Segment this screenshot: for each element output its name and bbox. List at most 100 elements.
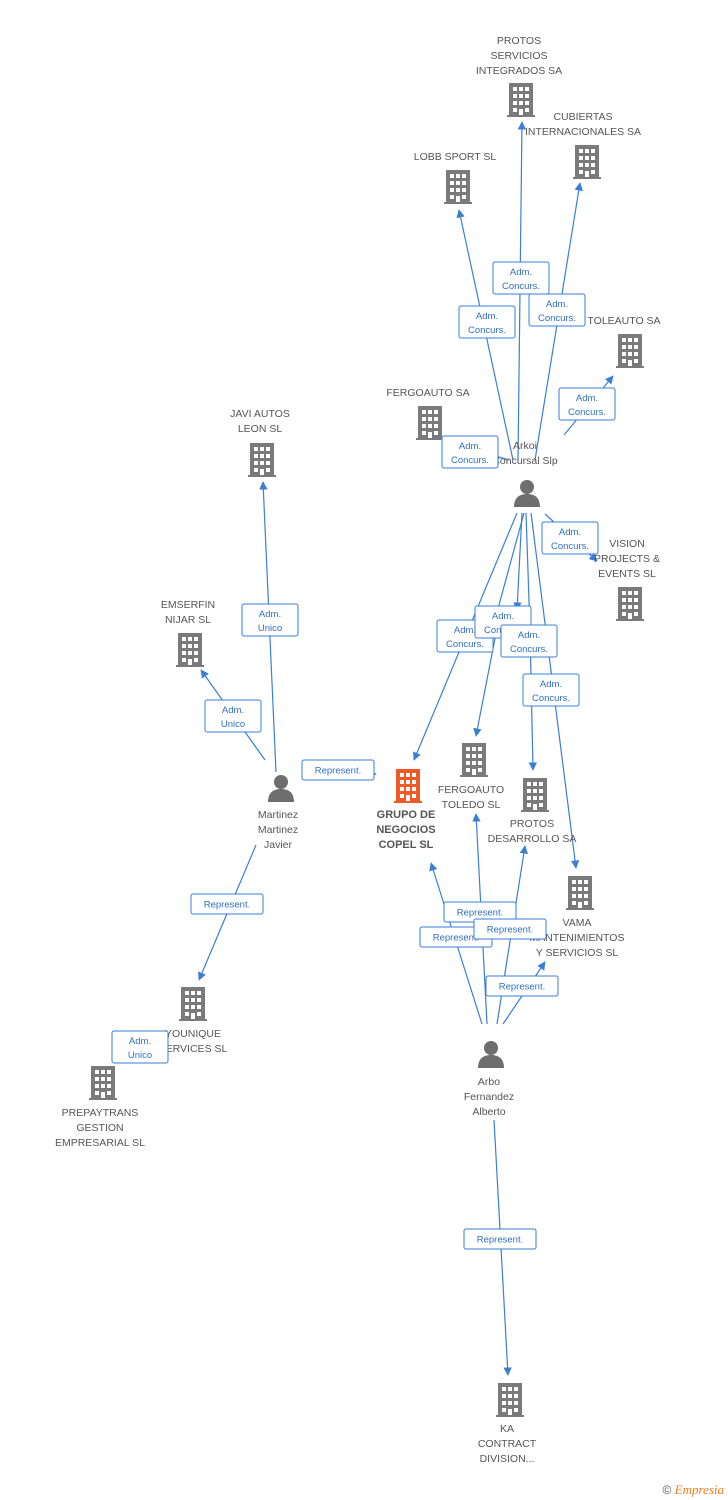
node-label: INTERNACIONALES SA <box>525 126 641 138</box>
node-label: CUBIERTAS <box>553 111 612 123</box>
badge-label: Represent. <box>487 925 533 936</box>
node-label: KA <box>500 1423 514 1435</box>
relation-badge[interactable]: Adm.Unico <box>111 1030 169 1064</box>
building-icon <box>496 1383 524 1417</box>
brand-logo: Empresia <box>674 1482 724 1497</box>
badge-label: Unico <box>128 1050 152 1061</box>
node-label: Arkoi <box>513 440 537 452</box>
badge-box <box>541 521 599 555</box>
badge-label: Concurs. <box>468 325 506 336</box>
badge-label: Adm. <box>576 393 598 404</box>
node-label: Martinez <box>258 824 298 836</box>
copyright-symbol: © <box>662 1483 672 1497</box>
node-label: VAMA <box>563 917 592 929</box>
badge-box <box>458 305 516 339</box>
badge-box <box>485 975 559 997</box>
badge-label: Adm. <box>559 527 581 538</box>
node-label: SERVICES SL <box>159 1043 228 1055</box>
node-toleauto[interactable]: TOLEAUTO SA <box>587 315 661 368</box>
badge-box <box>241 603 299 637</box>
badge-box <box>190 893 264 915</box>
badge-box <box>463 1228 537 1250</box>
relation-badge[interactable]: Represent. <box>301 759 375 781</box>
node-label: Concursal Slp <box>492 455 558 467</box>
node-label: FERGOAUTO SA <box>386 387 469 399</box>
relation-edge <box>513 512 523 611</box>
relation-badge[interactable]: Adm. Concurs. <box>458 305 516 339</box>
node-younique[interactable]: YOUNIQUE SERVICES SL <box>159 987 228 1055</box>
node-label: DESARROLLO SA <box>488 833 577 845</box>
building-icon <box>416 406 444 440</box>
relation-badge[interactable]: Adm. Unico <box>241 603 299 637</box>
relation-badge[interactable]: Adm. Concurs. <box>492 261 550 295</box>
building-icon <box>573 145 601 179</box>
relation-badge[interactable]: Represent. <box>463 1228 537 1250</box>
badge-label: Unico <box>258 623 282 634</box>
badge-label: Adm. <box>259 609 281 620</box>
building-icon <box>89 1066 117 1100</box>
relation-badge[interactable]: Adm.Unico <box>204 699 262 733</box>
relation-badge[interactable]: Represent. <box>473 918 547 940</box>
person-icon <box>478 1041 504 1068</box>
node-label: PREPAYTRANS <box>62 1107 139 1119</box>
badge-label: Concurs. <box>551 541 589 552</box>
person-icon <box>514 480 540 507</box>
badge-label: Adm. <box>454 625 476 636</box>
badge-label: Adm. <box>510 267 532 278</box>
node-label: INTEGRADOS SA <box>476 65 562 77</box>
badge-label: Concurs. <box>451 455 489 466</box>
relation-badge[interactable]: Adm. Concurs. <box>541 521 599 555</box>
relation-badge[interactable]: Represent. <box>190 893 264 915</box>
badge-label: Adm. <box>546 299 568 310</box>
badges-layer: Adm. Concurs. Adm. Concurs. Adm. Concurs. Adm.… <box>111 261 616 1250</box>
relation-badge[interactable]: Represent. <box>485 975 559 997</box>
badge-label: Concurs. <box>446 639 484 650</box>
node-label: DIVISION... <box>480 1453 535 1465</box>
node-ka[interactable]: KACONTRACTDIVISION... <box>478 1383 537 1465</box>
node-label: YOUNIQUE <box>165 1028 221 1040</box>
badge-label: Concurs. <box>510 644 548 655</box>
main-company-icon <box>394 769 422 803</box>
relation-badge[interactable]: Adm.Concurs. <box>522 673 580 707</box>
badge-label: Adm. <box>476 311 498 322</box>
building-icon <box>176 633 204 667</box>
footer-brand[interactable]: © Empresia <box>662 1482 724 1498</box>
relation-badge[interactable]: Adm.Concurs. <box>558 387 616 421</box>
node-label: Y SERVICIOS SL <box>536 947 619 959</box>
relation-badge[interactable]: Adm.Concurs. <box>441 435 499 469</box>
node-label: EMSERFIN <box>161 599 215 611</box>
badge-box <box>558 387 616 421</box>
node-label: LOBB SPORT SL <box>414 151 497 163</box>
badge-label: Represent. <box>457 908 503 919</box>
relation-badge[interactable]: Adm. Concurs. <box>500 624 558 658</box>
badge-label: Concurs. <box>502 281 540 292</box>
node-label: COPEL SL <box>379 839 434 851</box>
node-label: Fernandez <box>464 1091 514 1103</box>
node-label: VISION <box>609 538 645 550</box>
badge-label: Adm. <box>518 630 540 641</box>
badge-box <box>492 261 550 295</box>
node-label: Martinez <box>258 809 298 821</box>
relation-badge[interactable]: Adm.Concurs. <box>528 293 586 327</box>
building-icon <box>248 443 276 477</box>
node-label: GESTION <box>76 1122 123 1134</box>
node-label: GRUPO DE <box>377 809 436 821</box>
node-cubiertas[interactable]: CUBIERTAS INTERNACIONALES SA <box>525 111 641 179</box>
badge-box <box>522 673 580 707</box>
node-lobb[interactable]: LOBB SPORT SL <box>414 151 497 204</box>
node-fergoauto-sa[interactable]: FERGOAUTO SA <box>386 387 470 440</box>
building-icon <box>566 876 594 910</box>
